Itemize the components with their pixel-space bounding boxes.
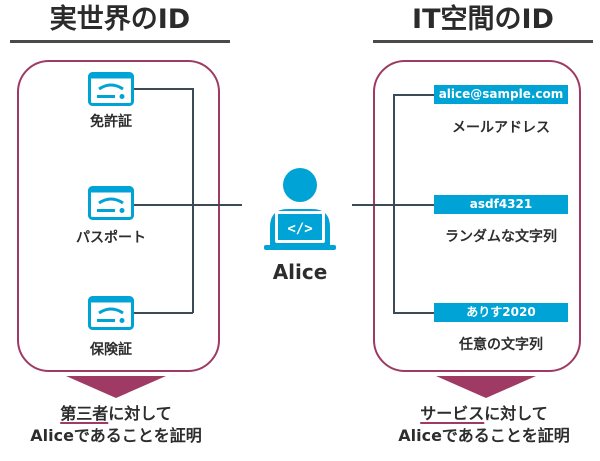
- left-connector-mid: [134, 204, 242, 206]
- email-caption: メールアドレス: [452, 120, 550, 136]
- id-card-icon: [88, 296, 134, 330]
- id-card-icon: [88, 186, 134, 220]
- right-connector-top: [393, 94, 434, 96]
- left-heading-rule: [10, 40, 230, 43]
- random-string-caption: ランダムな文字列: [445, 229, 557, 245]
- user-laptop-icon: </>: [264, 168, 336, 250]
- arbitrary-string-caption: 任意の文字列: [459, 337, 543, 353]
- it-space-id-panel: [373, 60, 581, 372]
- left-proof-line2: Aliceであることを証明: [30, 426, 202, 445]
- right-heading: IT空間のID: [412, 4, 554, 35]
- alice-name: Alice: [272, 260, 328, 284]
- id-card-icon: [88, 72, 134, 106]
- left-connector-top: [134, 88, 193, 90]
- email-tag: alice@sample.com: [434, 85, 568, 104]
- left-proof-rest: に対して: [108, 404, 172, 423]
- svg-text:</>: </>: [287, 221, 312, 237]
- left-heading: 実世界のID: [49, 4, 191, 35]
- right-heading-rule: [373, 40, 593, 43]
- left-connector-bottom: [134, 312, 193, 314]
- right-proof-line2: Aliceであることを証明: [398, 426, 570, 445]
- right-proof-caption: サービスに対して Aliceであることを証明: [370, 403, 598, 447]
- right-connector-bottom: [393, 312, 434, 314]
- left-connector-vertical: [192, 88, 194, 313]
- right-down-arrow-icon: [436, 376, 536, 398]
- left-proof-caption: 第三者に対して Aliceであることを証明: [0, 403, 232, 447]
- random-string-tag: asdf4321: [434, 195, 568, 214]
- right-connector-vertical: [393, 94, 395, 313]
- real-world-id-panel: [17, 60, 220, 372]
- arbitrary-string-tag: ありす2020: [434, 303, 568, 322]
- id-label-insurance: 保険証: [90, 342, 132, 358]
- id-label-passport: パスポート: [76, 230, 146, 246]
- left-down-arrow-icon: [66, 376, 166, 398]
- right-proof-emph: サービス: [420, 404, 485, 423]
- left-proof-emph: 第三者: [60, 404, 109, 423]
- id-label-license: 免許証: [90, 114, 132, 130]
- right-proof-rest: に対して: [484, 404, 548, 423]
